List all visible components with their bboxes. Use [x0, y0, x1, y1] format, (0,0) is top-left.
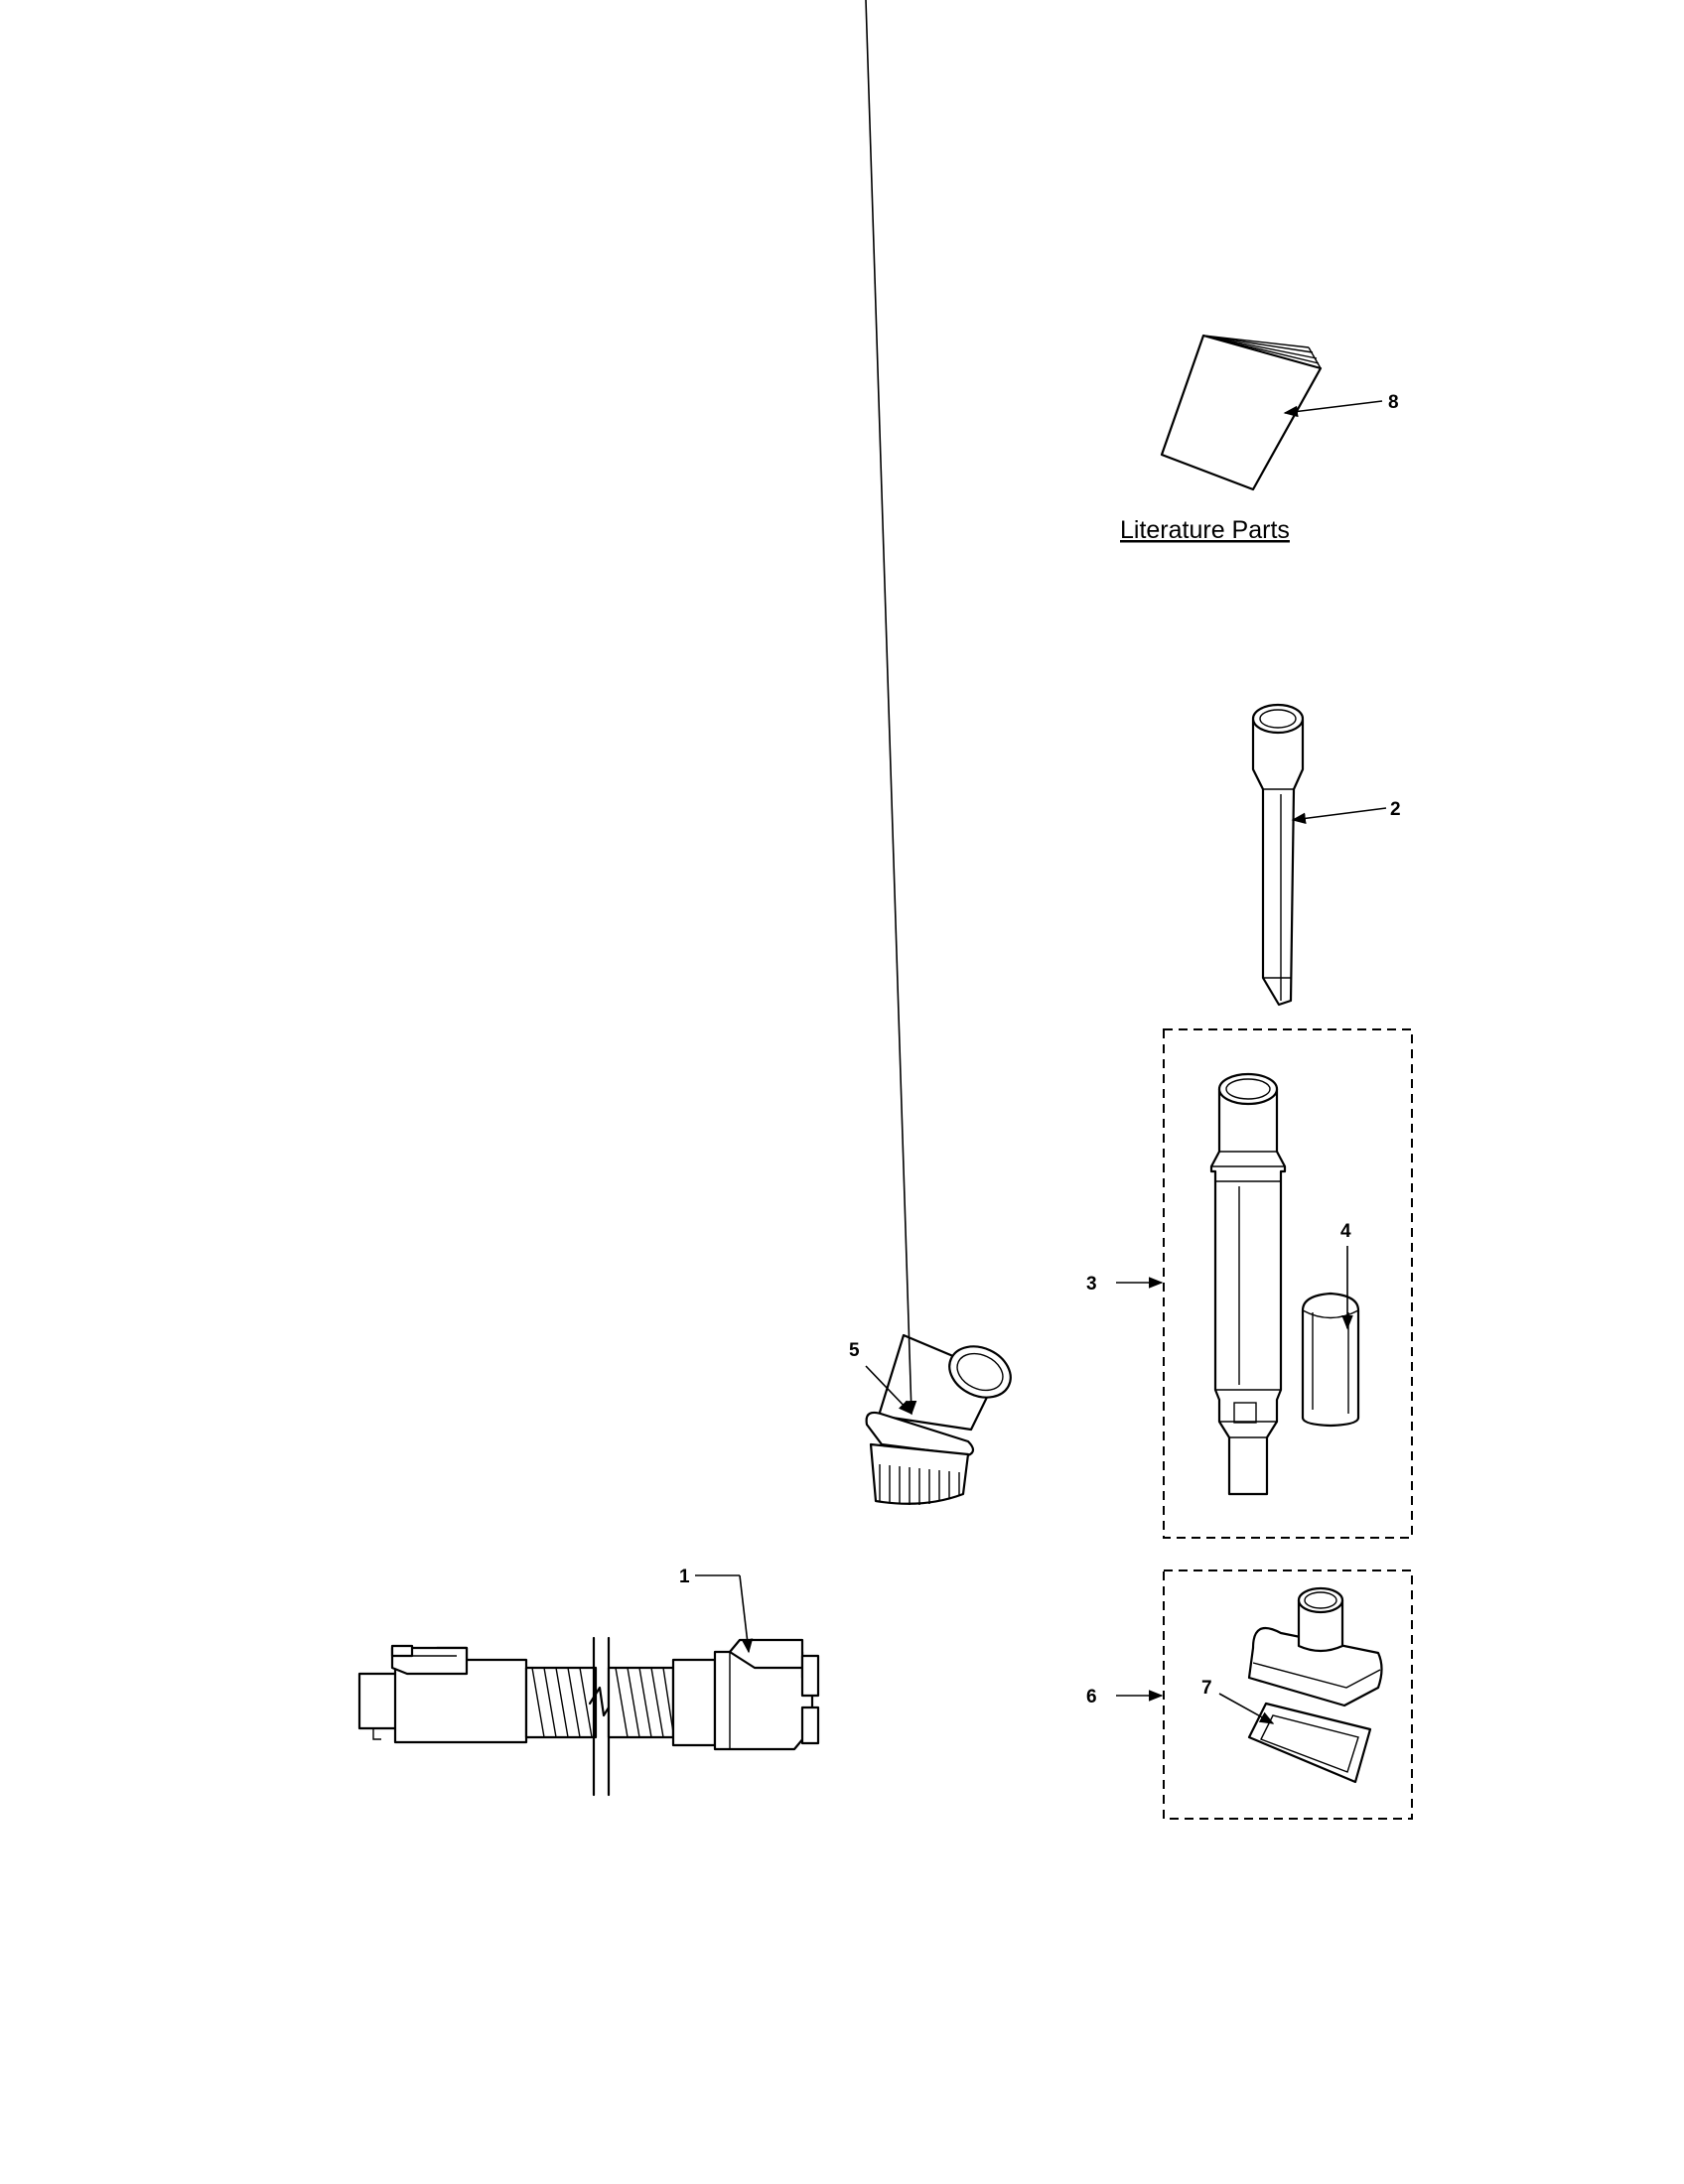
- literature-booklet-part: [1160, 334, 1323, 491]
- wand-clip-part: [1301, 1292, 1360, 1428]
- leader-line-8: [1283, 400, 1383, 418]
- callout-4: 4: [1340, 1221, 1351, 1242]
- callout-2: 2: [1390, 799, 1401, 820]
- dusting-brush-part: [865, 1333, 1012, 1505]
- callout-7: 7: [1201, 1678, 1212, 1699]
- leader-line-2: [1291, 807, 1387, 825]
- leader-line-5: [865, 0, 917, 1416]
- callout-6: 6: [1086, 1687, 1097, 1707]
- callout-8: 8: [1388, 392, 1399, 413]
- callout-1: 1: [679, 1567, 690, 1587]
- kit-box-6: [1163, 1570, 1413, 1820]
- callout-5: 5: [849, 1340, 860, 1361]
- upholstery-tool-part: [1247, 1586, 1383, 1707]
- literature-parts-caption: Literature Parts: [1120, 516, 1290, 544]
- leader-line-1-arrow: [739, 1574, 754, 1654]
- hose-assembly-part: [357, 1636, 820, 1797]
- leader-line-5b: [865, 1365, 912, 1416]
- extension-wand-part: [1209, 1072, 1287, 1496]
- kit-box-3: [1163, 1028, 1413, 1539]
- upholstery-insert-part: [1247, 1702, 1372, 1784]
- callout-3: 3: [1086, 1274, 1097, 1295]
- leader-line-7: [1218, 1693, 1275, 1724]
- crevice-tool-part: [1251, 703, 1305, 1007]
